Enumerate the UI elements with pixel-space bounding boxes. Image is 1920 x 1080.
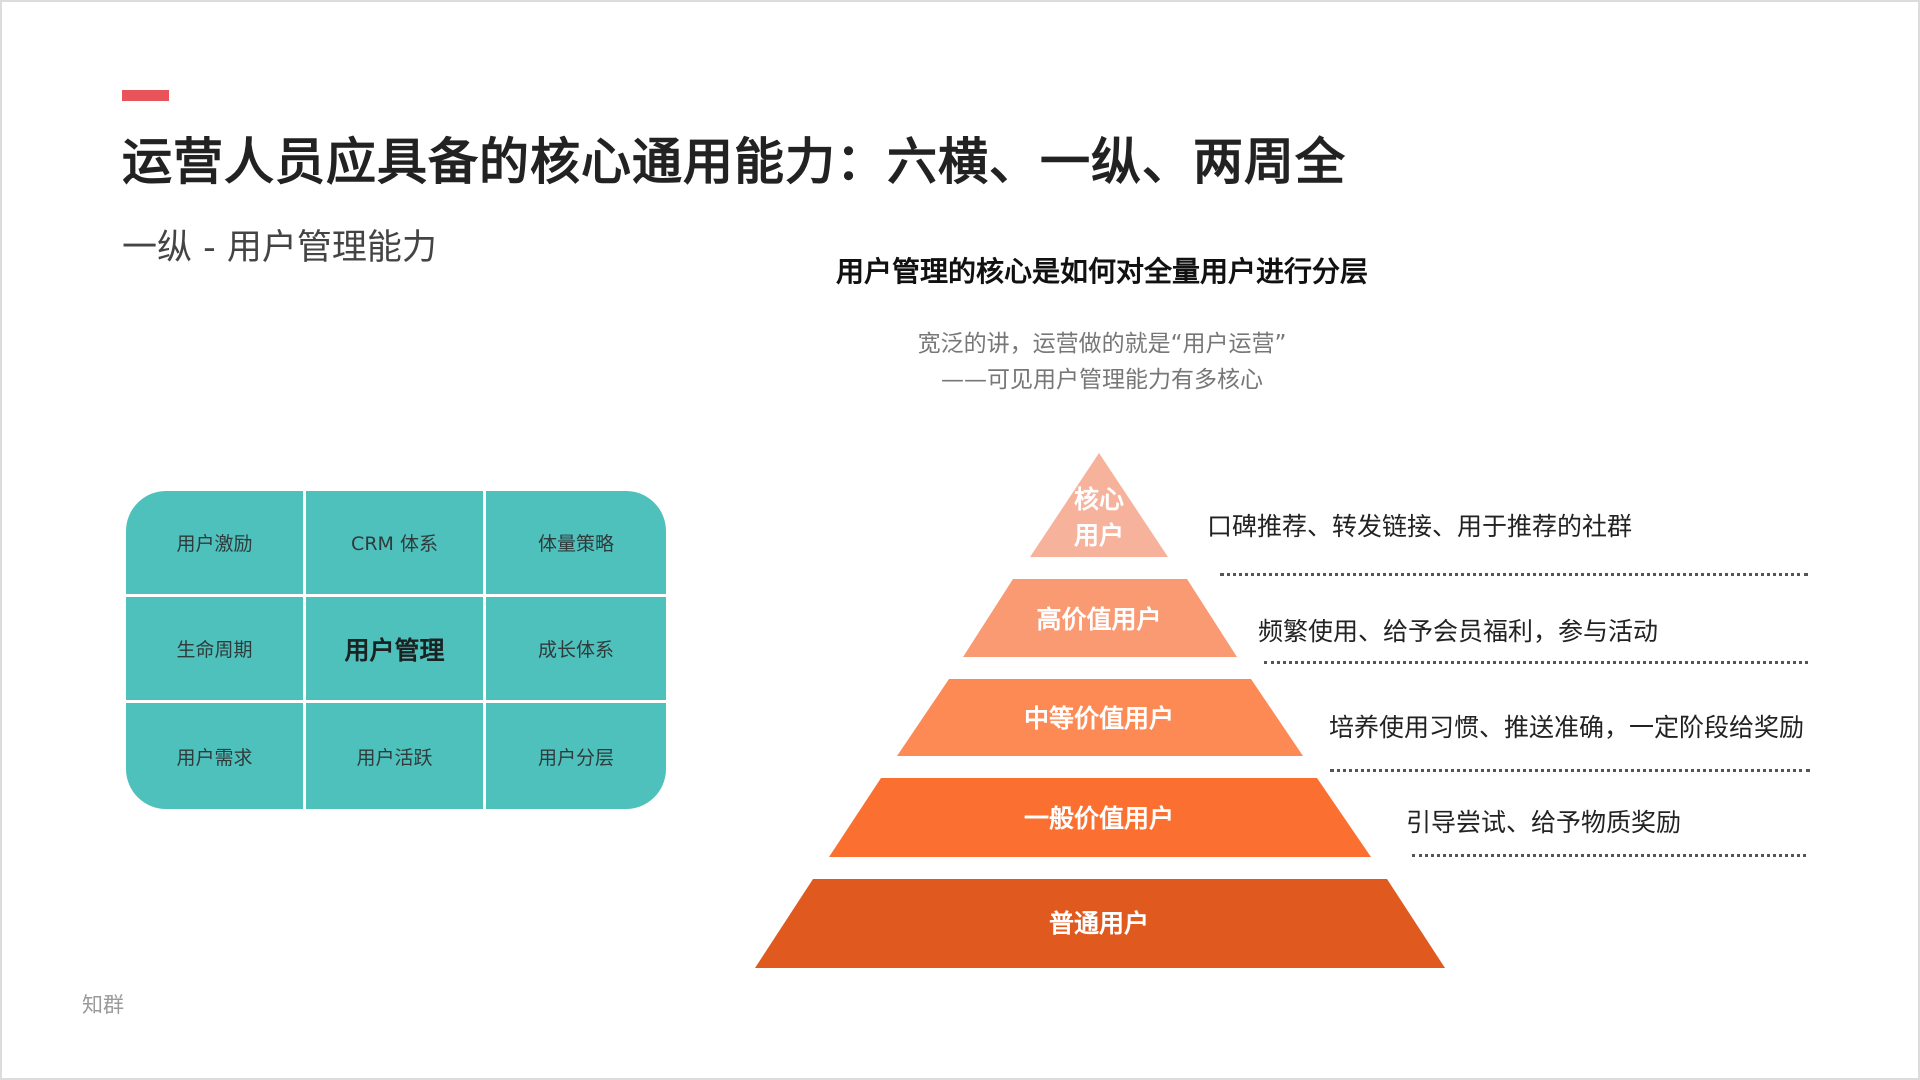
grid-cell-crm-system: CRM 体系 bbox=[306, 491, 486, 597]
tier-description-core: 口碑推荐、转发链接、用于推荐的社群 bbox=[1207, 512, 1633, 541]
quote-line-2: ——可见用户管理能力有多核心 bbox=[941, 367, 1263, 393]
section-subtitle: 一纵 - 用户管理能力 bbox=[122, 228, 437, 268]
tier-description-general-value: 引导尝试、给予物质奖励 bbox=[1406, 808, 1682, 837]
grid-cell-user-management: 用户管理 bbox=[306, 597, 486, 703]
footer-brand: 知群 bbox=[82, 993, 124, 1017]
grid-cell-lifecycle: 生命周期 bbox=[126, 597, 306, 703]
pyramid-label-general-value: 一般价值用户 bbox=[1024, 804, 1174, 833]
quote: 宽泛的讲，运营做的就是“用户运营” ——可见用户管理能力有多核心 bbox=[762, 326, 1442, 398]
pyramid-label-core-line1: 核心 bbox=[1074, 485, 1124, 514]
pyramid-tier-general-value bbox=[829, 778, 1371, 857]
page-title: 运营人员应具备的核心通用能力：六横、一纵、两周全 bbox=[122, 133, 1346, 191]
grid-cell-user-incentive: 用户激励 bbox=[126, 491, 306, 597]
tier-description-medium-value: 培养使用习惯、推送准确，一定阶段给奖励 bbox=[1329, 713, 1805, 742]
dotted-divider-3 bbox=[1330, 769, 1810, 772]
pyramid-label-ordinary: 普通用户 bbox=[1049, 909, 1149, 938]
grid-cell-user-activity: 用户活跃 bbox=[306, 703, 486, 809]
pyramid-tier-high-value bbox=[963, 579, 1237, 657]
pyramid-tier-medium-value bbox=[897, 679, 1303, 756]
tier-description-high-value: 频繁使用、给予会员福利，参与活动 bbox=[1258, 617, 1659, 646]
quote-line-1: 宽泛的讲，运营做的就是“用户运营” bbox=[917, 331, 1287, 357]
capability-grid: 用户激励 CRM 体系 体量策略 生命周期 用户管理 成长体系 用户需求 用户活… bbox=[126, 491, 666, 809]
right-heading: 用户管理的核心是如何对全量用户进行分层 bbox=[835, 255, 1368, 288]
accent-bar bbox=[122, 90, 169, 101]
grid-cell-user-layering: 用户分层 bbox=[537, 746, 614, 769]
pyramid-label-high-value: 高价值用户 bbox=[1036, 605, 1161, 634]
pyramid-label-medium-value: 中等价值用户 bbox=[1024, 704, 1174, 733]
grid-cell-user-needs: 用户需求 bbox=[126, 703, 306, 809]
dotted-divider-1 bbox=[1220, 573, 1808, 576]
dotted-divider-4 bbox=[1412, 854, 1806, 857]
dotted-divider-2 bbox=[1264, 661, 1808, 664]
grid-cell-growth-system: 成长体系 bbox=[486, 597, 666, 703]
grid-cell-volume-strategy: 体量策略 bbox=[486, 491, 666, 597]
pyramid-label-core-line2: 用户 bbox=[1074, 521, 1124, 550]
pyramid-tier-core bbox=[1030, 453, 1168, 557]
pyramid-tier-ordinary bbox=[755, 879, 1445, 968]
